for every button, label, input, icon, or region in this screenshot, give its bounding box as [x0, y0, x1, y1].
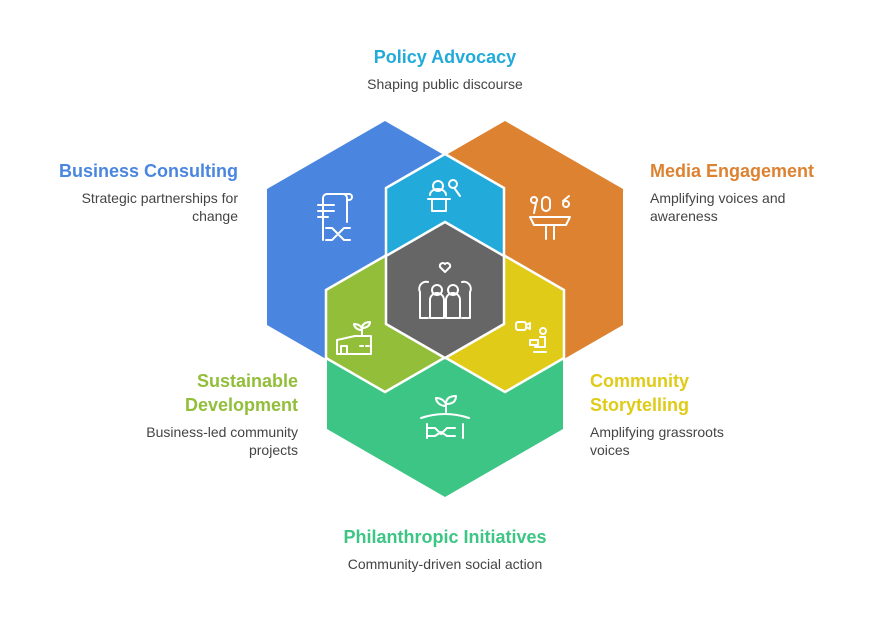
media-label: Media Engagement Amplifying voices and a…	[650, 159, 850, 225]
policy-title: Policy Advocacy	[373, 47, 517, 67]
policy-label: Policy Advocacy Shaping public discourse	[320, 45, 570, 93]
philanthropic-label: Philanthropic Initiatives Community-driv…	[300, 525, 590, 573]
business-desc: Strategic partnerships for change	[81, 190, 238, 224]
business-title: Business Consulting	[58, 161, 238, 181]
community-family-heart-icon	[418, 262, 472, 319]
storytelling-desc: Amplifying grassroots voices	[590, 424, 724, 458]
center-hexagon	[384, 220, 506, 360]
video-storyteller-icon	[515, 321, 547, 353]
business-label: Business Consulting Strategic partnershi…	[40, 159, 238, 225]
storytelling-label: Community Storytelling Amplifying grassr…	[590, 369, 760, 459]
philanthropic-desc: Community-driven social action	[347, 556, 543, 572]
media-title: Media Engagement	[650, 161, 815, 181]
philanthropic-title: Philanthropic Initiatives	[343, 527, 547, 547]
media-desc: Amplifying voices and awareness	[650, 190, 786, 224]
microphones-podium-icon	[529, 195, 571, 240]
speaker-podium-icon	[427, 179, 461, 212]
sustainable-label: Sustainable Development Business-led com…	[118, 369, 298, 459]
plant-handshake-icon	[420, 395, 470, 439]
sustainable-title: Sustainable Development	[184, 371, 298, 415]
contract-handshake-icon	[317, 193, 353, 241]
sustainable-desc: Business-led community projects	[146, 424, 298, 458]
factory-plant-icon	[336, 321, 372, 355]
policy-desc: Shaping public discourse	[367, 76, 523, 92]
storytelling-title: Community Storytelling	[590, 371, 690, 415]
